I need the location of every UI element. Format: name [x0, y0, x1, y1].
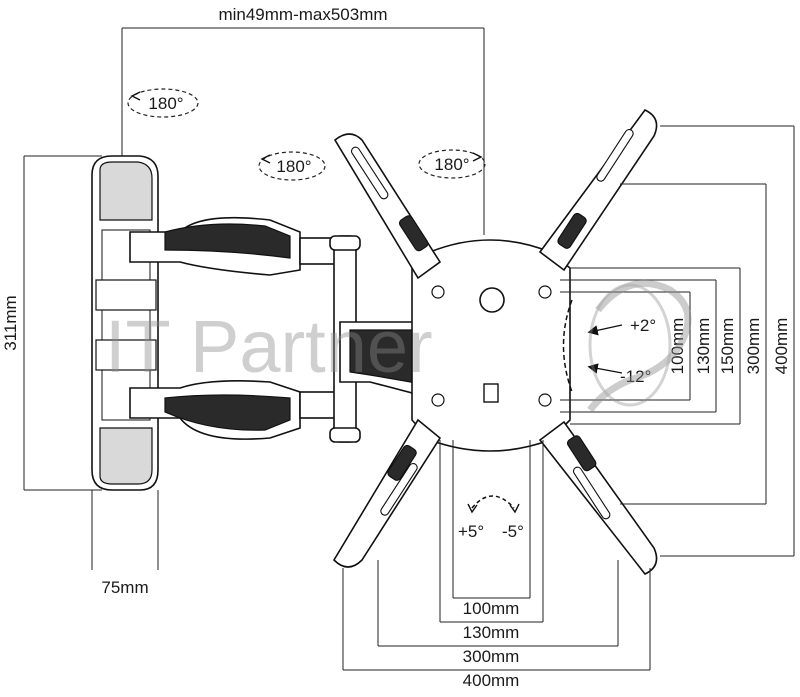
rotation-label-wall: 180° [148, 94, 183, 113]
rotation-symbol-plate: 180° [418, 149, 486, 179]
vesa-v-400-label: 400mm [772, 318, 791, 375]
vesa-v-130-label: 130mm [694, 318, 713, 375]
rotation-label-plate: 180° [434, 155, 469, 174]
wall-plate-height-dimension: 311mm [1, 155, 102, 491]
arm-extension-label: min49mm-max503mm [218, 5, 387, 24]
rotation-label-arm: 180° [276, 157, 311, 176]
upper-arm [129, 216, 341, 276]
vesa-h-130-label: 130mm [463, 623, 520, 642]
tilt-up-label: +2° [630, 316, 656, 335]
wall-plate-height-label: 311mm [1, 295, 20, 350]
tilt-down-label: -12° [620, 367, 651, 386]
vesa-h-300-label: 300mm [463, 647, 520, 666]
vesa-v-150-label: 150mm [718, 318, 737, 375]
watermark-text: IT Partner [105, 305, 433, 388]
rotation-symbol-arm: 180° [258, 151, 326, 181]
wall-plate-width-label: 75mm [101, 578, 148, 597]
swivel-right-label: -5° [502, 522, 524, 541]
vesa-v-300-label: 300mm [744, 318, 763, 375]
swivel-left-label: +5° [458, 522, 484, 541]
swivel-indicator: +5° -5° [458, 495, 524, 541]
wall-plate-width-dimension: 75mm [91, 490, 159, 597]
watermark: IT Partner [105, 279, 692, 413]
watermark-logo-swoosh [587, 279, 692, 413]
tilt-indicator: +2° -12° [562, 299, 656, 393]
lower-arm [129, 380, 341, 440]
vesa-v-100-label: 100mm [668, 318, 687, 375]
rotation-symbol-wall: 180° [127, 88, 199, 118]
vesa-vertical-dimensions: 100mm 130mm 150mm 300mm 400mm [560, 125, 795, 557]
vesa-h-400-label: 400mm [463, 671, 520, 690]
vesa-horizontal-dimensions: 100mm 130mm 300mm 400mm [342, 440, 651, 690]
tv-bracket [332, 108, 658, 575]
vesa-h-100-label: 100mm [463, 599, 520, 618]
arm-extension-dimension: min49mm-max503mm [121, 5, 485, 235]
